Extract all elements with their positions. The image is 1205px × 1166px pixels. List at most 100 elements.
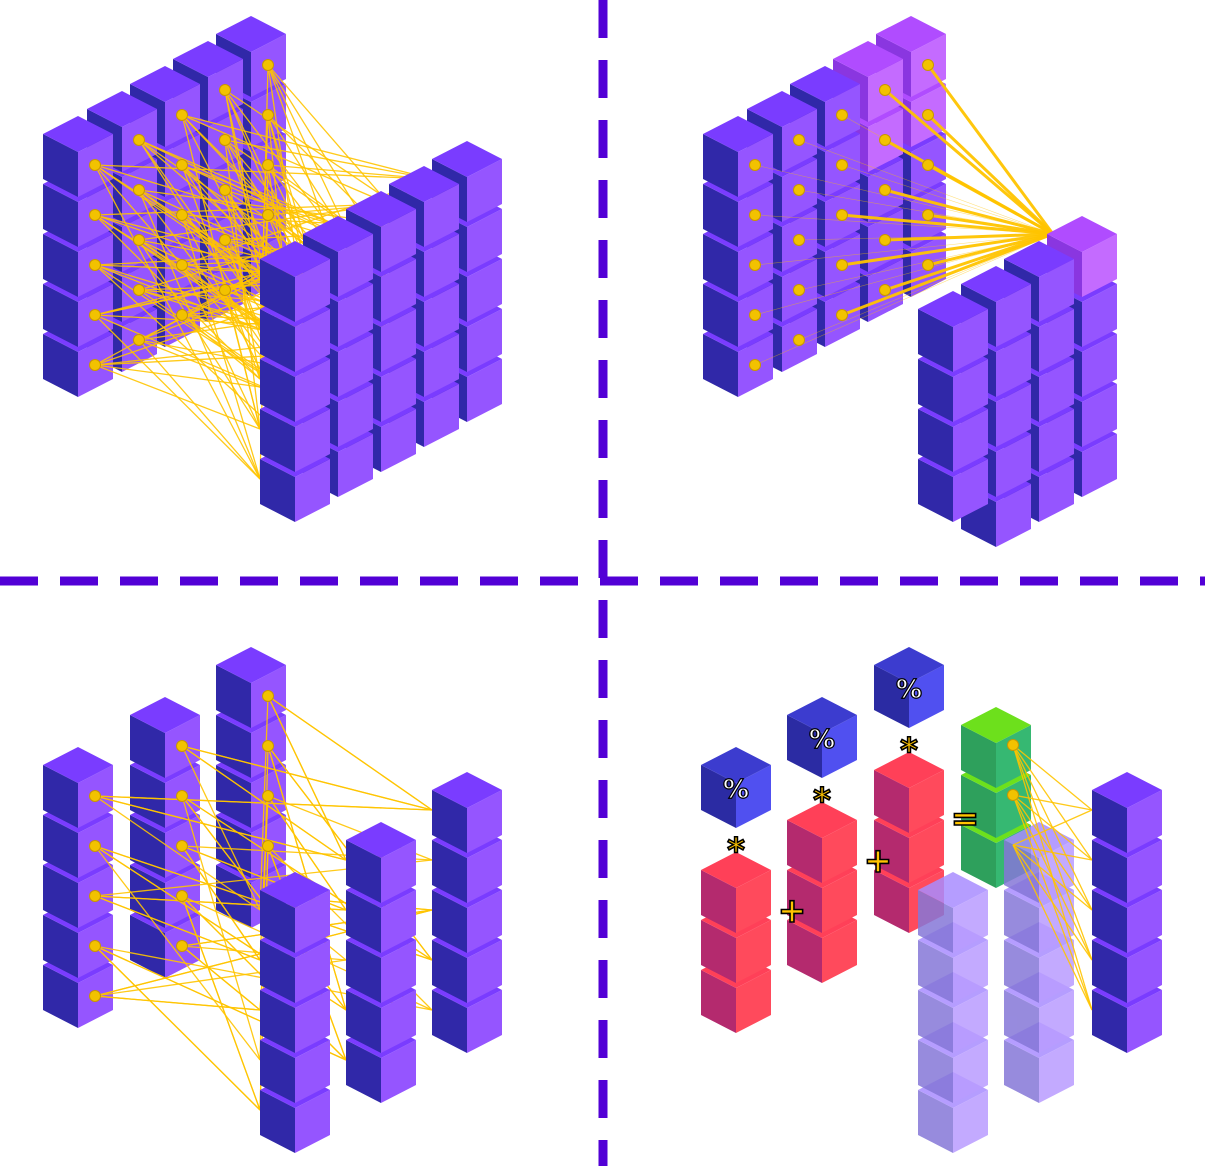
neuron-node	[133, 184, 145, 196]
connection-line	[267, 795, 347, 911]
neuron-node	[262, 740, 274, 752]
multiply-operator: *	[813, 781, 831, 821]
panel-column-connections	[43, 647, 502, 1153]
connection-line	[927, 232, 1054, 267]
operator-symbols: ***++=	[726, 730, 980, 932]
result-nodes	[1007, 739, 1019, 801]
neuron-node	[836, 209, 848, 221]
connection-line	[181, 214, 261, 280]
neuron-node	[879, 134, 891, 146]
neuron-node	[749, 259, 761, 271]
neuron-node	[176, 740, 188, 752]
multiply-operator: *	[727, 831, 745, 871]
cube	[346, 822, 416, 903]
connection-line	[927, 163, 1054, 236]
cube	[961, 707, 1031, 788]
connection-line	[884, 88, 1054, 236]
neuron-node	[922, 209, 934, 221]
connection-line	[1012, 794, 1093, 811]
connection-line	[1012, 844, 1093, 861]
neuron-node	[219, 234, 231, 246]
cube	[787, 802, 857, 883]
neuron-node	[262, 790, 274, 802]
neuron-node	[176, 309, 188, 321]
connection-line	[841, 213, 1054, 236]
neuron-node	[262, 109, 274, 121]
connections	[754, 64, 1055, 366]
neuron-node	[793, 184, 805, 196]
neuron-node	[89, 359, 101, 371]
neuron-node	[262, 59, 274, 71]
input-column	[43, 116, 113, 397]
connection-line	[267, 745, 347, 1011]
connection-line	[267, 695, 433, 811]
equals-operator: =	[951, 799, 980, 839]
output-layer-grid	[260, 141, 502, 522]
neuron-node	[176, 790, 188, 802]
connection-line	[267, 64, 390, 205]
cube	[874, 752, 944, 833]
neuron-node	[89, 259, 101, 271]
connection-line	[94, 845, 261, 1061]
connection-line	[884, 188, 1054, 236]
neuron-node	[176, 890, 188, 902]
neuron-node	[922, 109, 934, 121]
neuron-node	[133, 334, 145, 346]
connection-line	[841, 232, 1054, 317]
connection-line	[1012, 844, 1093, 911]
percent-label: %	[723, 775, 749, 805]
percent-label: %	[896, 675, 922, 705]
connection-line	[181, 745, 261, 911]
connection-line	[1012, 844, 1093, 961]
connection-line	[841, 232, 1054, 267]
neuron-node	[1007, 739, 1019, 751]
plus-operator: +	[778, 891, 807, 931]
neuron-node	[176, 209, 188, 221]
neuron-node	[836, 109, 848, 121]
cube	[260, 872, 330, 953]
neuron-node	[836, 309, 848, 321]
neuron-node	[922, 259, 934, 271]
panel-dense-fully-connected	[43, 16, 502, 522]
cube	[260, 972, 330, 1053]
cube	[918, 291, 988, 372]
neuron-node	[922, 159, 934, 171]
neuron-node	[879, 284, 891, 296]
output-column	[432, 772, 502, 1053]
connection-line	[798, 139, 1054, 235]
neuron-node	[749, 309, 761, 321]
neuron-node	[133, 234, 145, 246]
panel-single-neuron-highlight	[703, 16, 1117, 547]
neuron-node	[262, 209, 274, 221]
neuron-node	[836, 159, 848, 171]
panel-weighted-sum: %%%***++=	[701, 647, 1162, 1153]
connection-line	[138, 239, 261, 430]
neuron-node	[176, 840, 188, 852]
connection-line	[1012, 809, 1093, 846]
neuron-node	[176, 940, 188, 952]
neuron-node	[176, 109, 188, 121]
connections	[1012, 744, 1093, 1011]
output-column	[1092, 772, 1162, 1053]
connection-line	[926, 113, 1055, 236]
neuron-node	[749, 359, 761, 371]
connection-line	[926, 64, 1055, 235]
neuron-node	[262, 159, 274, 171]
neuron-node	[89, 990, 101, 1002]
output-columns	[260, 772, 502, 1153]
connection-line	[754, 233, 1054, 266]
connection-line	[181, 945, 261, 1011]
connection-line	[94, 995, 261, 1011]
neuron-node	[176, 159, 188, 171]
connection-line	[754, 233, 1054, 366]
neuron-node	[219, 284, 231, 296]
connection-line	[884, 232, 1054, 292]
neuron-node	[219, 84, 231, 96]
connection-line	[1012, 744, 1093, 811]
neuron-node	[176, 259, 188, 271]
input-value-column	[701, 852, 771, 1033]
connection-line	[224, 89, 304, 255]
connection-line	[94, 895, 261, 961]
